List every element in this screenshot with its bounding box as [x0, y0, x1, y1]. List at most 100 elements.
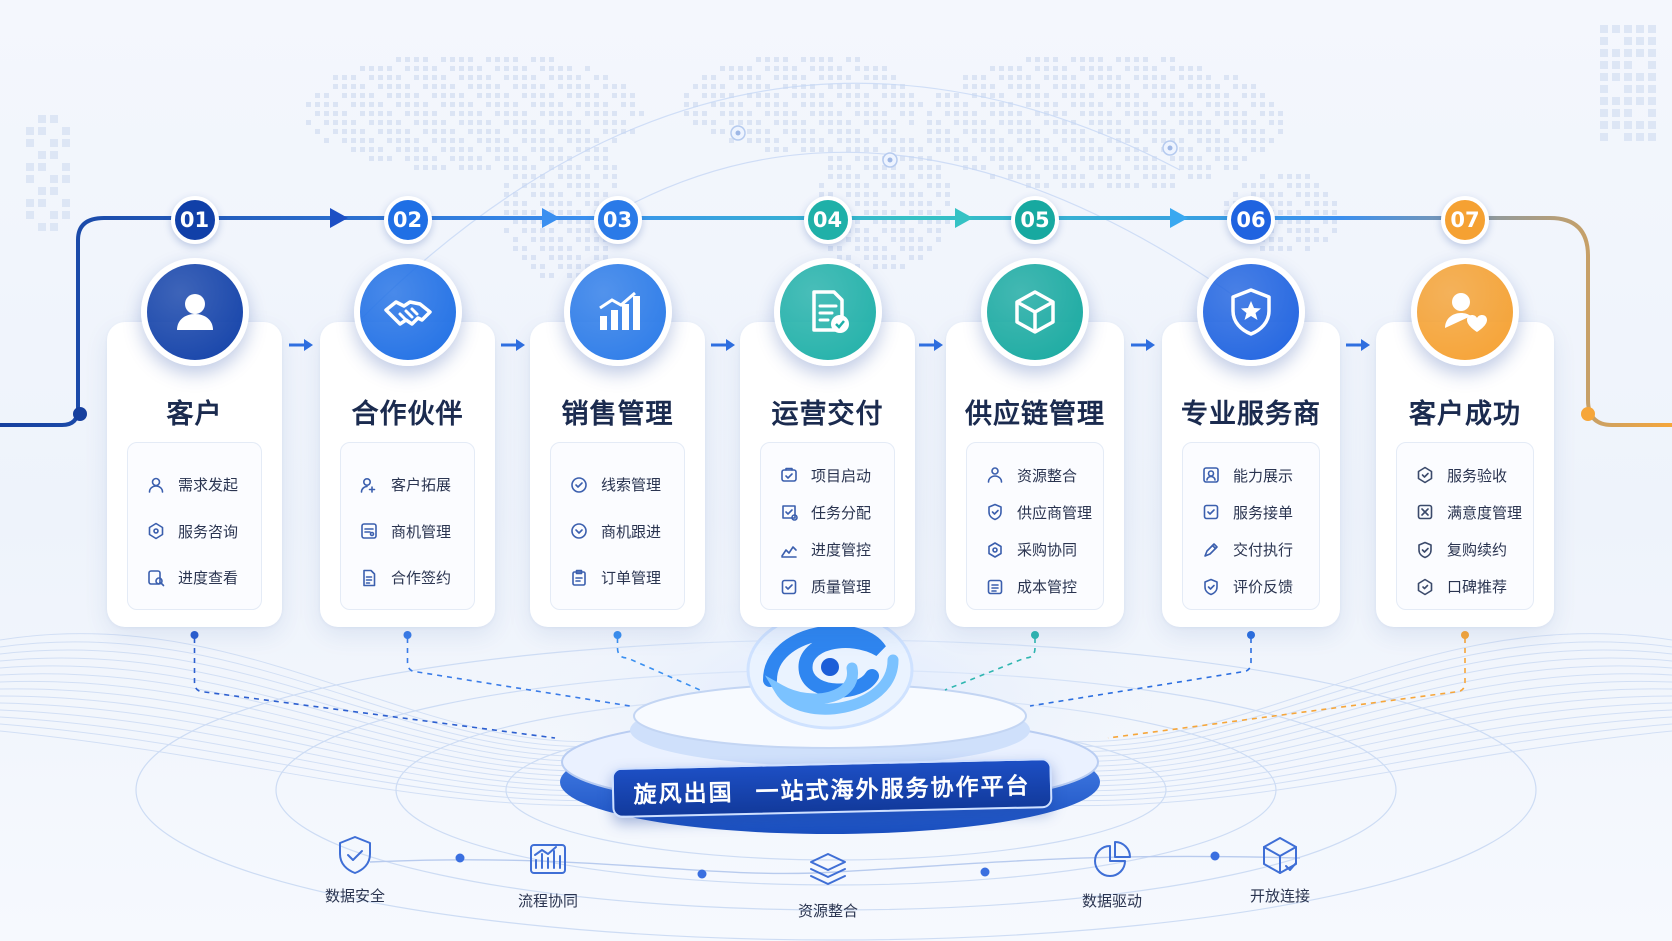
flow-arrow-icon: [542, 208, 560, 228]
stage-card: 客户需求发起服务咨询进度查看: [107, 322, 282, 627]
stage-item-label: 商机管理: [391, 522, 452, 541]
stage-card: 供应链管理资源整合供应商管理采购协同成本管控: [946, 322, 1124, 627]
feature-item: 开放连接: [1220, 833, 1340, 906]
stage-item-label: 交付执行: [1233, 541, 1294, 560]
user-plus-icon: [360, 477, 376, 493]
stage-item-label: 线索管理: [601, 476, 662, 494]
stage-item: 评价反馈: [1201, 572, 1309, 602]
chat-icon: [148, 522, 164, 540]
stage-item-label: 口碑推荐: [1447, 578, 1508, 597]
stage-item-label: 能力展示: [1233, 466, 1294, 485]
dashed-connector: [1107, 638, 1466, 739]
feature-dot: [980, 867, 990, 877]
thumb-icon: [1417, 578, 1433, 596]
stage-item-label: 客户拓展: [391, 476, 452, 494]
flow-arrow-icon: [955, 208, 973, 228]
stage-item: 订单管理: [569, 563, 674, 593]
connector-dot: [403, 631, 412, 639]
stage-item-label: 合作签约: [391, 569, 452, 587]
cube-icon: [1015, 290, 1055, 334]
feature-item: 流程协同: [488, 838, 608, 911]
stage-item-list: 项目启动任务分配进度管控质量管理: [760, 442, 895, 610]
stage-title: 客户成功: [1409, 399, 1521, 430]
feature-item: 资源整合: [768, 848, 888, 921]
step-number-badge: 04: [803, 196, 852, 244]
feature-label: 数据安全: [324, 887, 385, 905]
stage-title: 合作伙伴: [351, 399, 464, 430]
stage-icon-circle: [1411, 258, 1519, 366]
bar-chart-icon: [598, 291, 640, 330]
box-icon: [1263, 837, 1297, 874]
connector-dot: [613, 631, 622, 639]
stage-item: 质量管理: [779, 572, 884, 602]
stage-item: 服务接单: [1201, 497, 1309, 527]
stage-item: 服务验收: [1415, 460, 1523, 490]
stage-title: 客户: [166, 399, 223, 430]
stage-icon-circle: [1197, 258, 1305, 366]
arrow-right-icon: [289, 339, 313, 351]
badge-icon: [1203, 467, 1219, 483]
shield-star-icon: [1231, 288, 1271, 336]
stage-item-label: 评价反馈: [1233, 578, 1294, 597]
quality-icon: [781, 579, 797, 595]
stage-item-label: 需求发起: [178, 476, 239, 494]
refresh-icon: [1418, 541, 1432, 558]
stage-icon-circle: [563, 258, 672, 366]
step-number-badge: 03: [593, 196, 642, 244]
dashed-connector: [1029, 638, 1252, 707]
connector-dot: [190, 631, 199, 639]
inbox-icon: [1203, 505, 1219, 520]
stage-icon-circle: [353, 258, 462, 366]
feature-label: 流程协同: [517, 892, 578, 910]
accept-icon: [1417, 466, 1433, 484]
stage-item-list: 资源整合供应商管理采购协同成本管控: [966, 442, 1104, 610]
feature-label: 数据驱动: [1081, 892, 1142, 910]
platform-brand: 旋风出国: [633, 780, 734, 809]
search-icon: [148, 569, 165, 586]
world-map-dots: [306, 57, 1337, 278]
stage-item: 成本管控: [985, 572, 1093, 602]
flow-arrow-icon: [1170, 208, 1188, 228]
clipboard-icon: [572, 569, 586, 586]
step-number-badge: 05: [1011, 196, 1059, 244]
stage-item: 交付执行: [1201, 535, 1309, 565]
dashed-connector: [944, 638, 1036, 691]
stage-item-label: 项目启动: [811, 466, 872, 485]
stage-item: 合作签约: [359, 563, 464, 593]
document-check-icon: [811, 290, 849, 333]
smile-icon: [1417, 505, 1433, 520]
stage-item: 采购协同: [985, 535, 1093, 565]
stage-item-label: 质量管理: [811, 578, 872, 597]
flow-start-dot: [73, 407, 87, 421]
platform-tagline: 一站式海外服务协作平台: [755, 773, 1031, 806]
stage-item: 服务咨询: [146, 516, 251, 546]
step-number-badge: 02: [383, 196, 432, 244]
shield-check-icon: [339, 836, 371, 874]
coin-icon: [987, 579, 1003, 595]
step-number-badge: 07: [1441, 196, 1489, 244]
swirl-logo-icon: [746, 610, 914, 730]
feature-dot: [1210, 851, 1220, 861]
stage-item: 复购续约: [1415, 535, 1523, 565]
connector-dot: [1461, 631, 1469, 639]
stage-item-list: 服务验收满意度管理复购续约口碑推荐: [1396, 442, 1534, 610]
stage-item-label: 成本管控: [1017, 578, 1078, 597]
step-number-badge: 01: [170, 196, 219, 244]
pie-chart-icon: [1094, 841, 1131, 877]
stage-item-label: 任务分配: [811, 503, 872, 522]
arrow-right-icon: [710, 339, 735, 351]
arrow-right-icon: [1346, 339, 1370, 351]
chart-up-icon: [781, 545, 797, 558]
stage-icon-circle: [981, 258, 1089, 366]
stage-item-label: 复购续约: [1447, 541, 1508, 560]
feature-dot: [697, 869, 707, 879]
stage-item: 进度管控: [779, 535, 884, 565]
dashboard-icon: [530, 844, 566, 874]
stage-item: 满意度管理: [1415, 497, 1523, 527]
stage-item: 进度查看: [146, 563, 251, 593]
dashed-connector: [616, 638, 701, 691]
stage-item: 项目启动: [779, 460, 884, 490]
document-icon: [363, 569, 376, 586]
stage-item-list: 客户拓展商机管理合作签约: [340, 442, 475, 610]
rocket-icon: [781, 467, 797, 482]
